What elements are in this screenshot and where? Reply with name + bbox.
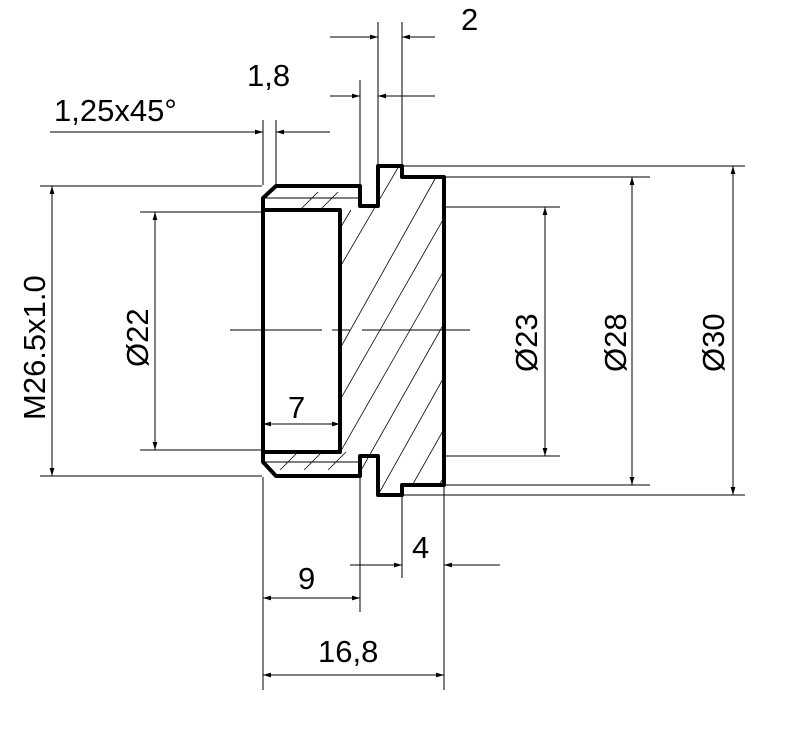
dim-label-chamfer: 1,25x45° [54, 93, 177, 128]
dim-label-28: Ø28 [598, 313, 633, 372]
dim-label-9: 9 [298, 561, 315, 596]
thread-hatching [279, 191, 347, 471]
dimension-lines [49, 34, 736, 678]
extension-lines [40, 22, 745, 690]
dim-label-2: 2 [461, 2, 478, 37]
dim-label-22: Ø22 [120, 308, 155, 367]
dim-label-23: Ø23 [509, 313, 544, 372]
dim-label-1-8: 1,8 [247, 58, 290, 93]
dimension-labels: 2 1,8 1,25x45° M26.5x1.0 Ø22 7 Ø23 Ø28 Ø… [17, 2, 731, 669]
dim-label-4: 4 [412, 530, 429, 565]
dim-label-thread: M26.5x1.0 [17, 275, 52, 420]
dim-label-16-8: 16,8 [318, 634, 378, 669]
part-outline [261, 164, 446, 497]
dim-label-7: 7 [288, 390, 305, 425]
dim-label-30: Ø30 [696, 313, 731, 372]
